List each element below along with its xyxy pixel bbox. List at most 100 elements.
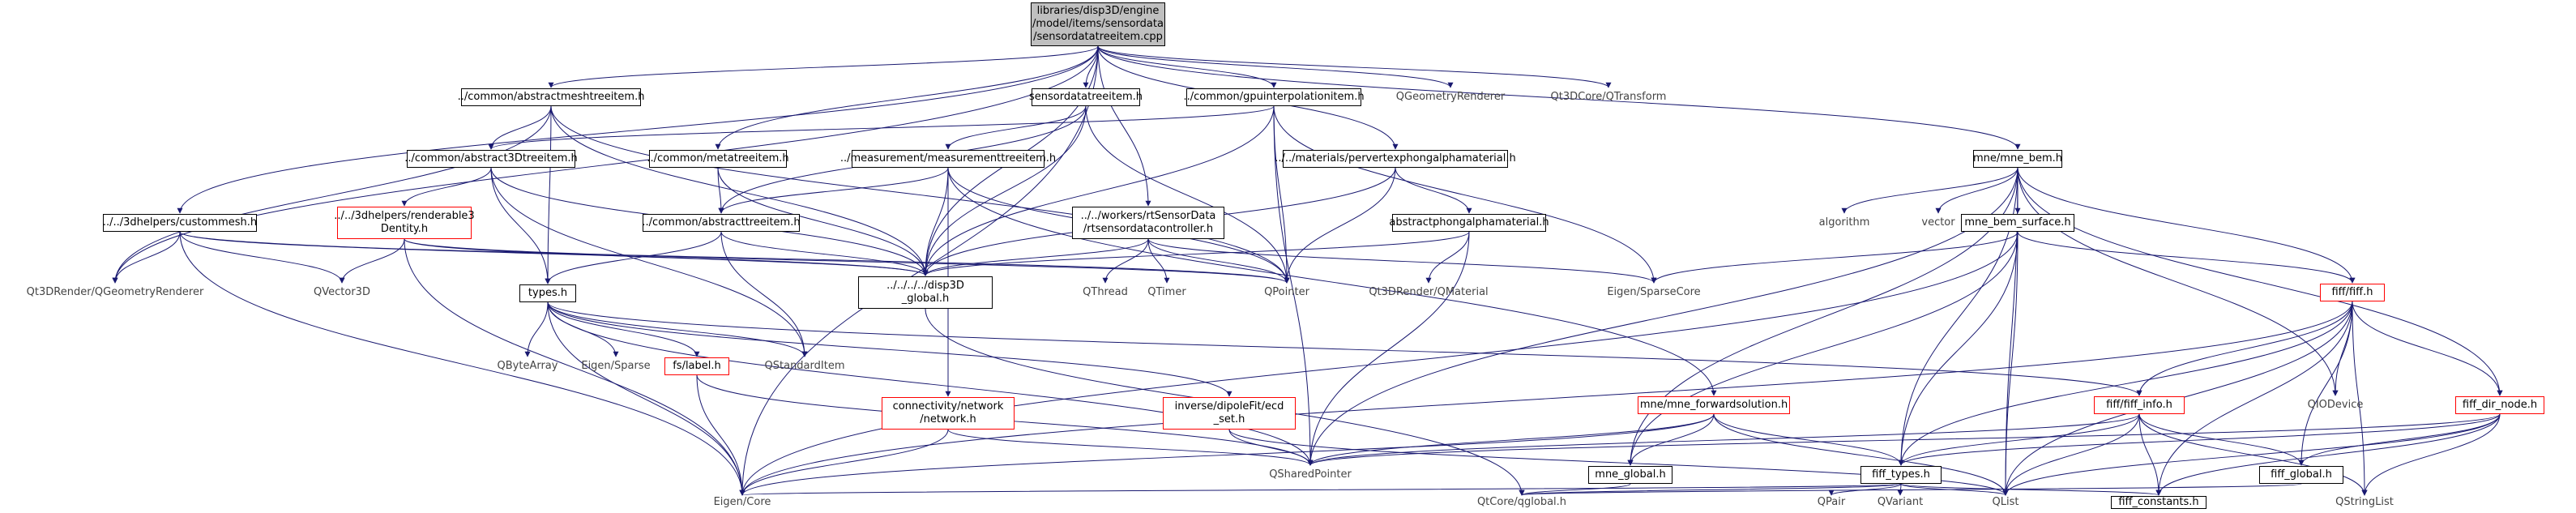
node-abstracttreeitem[interactable]: ../common/abstracttreeitem.h xyxy=(642,214,801,232)
node-fiff-dir-node[interactable]: fiff_dir_node.h xyxy=(2455,396,2544,414)
node-qtransform[interactable]: Qt3DCore/QTransform xyxy=(1548,88,1669,106)
edge-root-to-EigenCore xyxy=(739,45,1099,496)
node-mne-global[interactable]: mne_global.h xyxy=(1588,466,1672,484)
edge-custommesh-to-QPointer xyxy=(179,231,1290,284)
node-qpair[interactable]: QPair xyxy=(1809,496,1853,509)
node-fiff-constants[interactable]: fiff_constants.h xyxy=(2111,496,2206,509)
edge-abstracttreeitem-to-QStandardItem xyxy=(720,231,808,357)
edge-mne_bem-to-vector xyxy=(1935,167,2019,214)
edge-mne_bem-to-QSharedPointer xyxy=(1307,167,2019,466)
node-label: QSharedPointer xyxy=(1269,468,1352,481)
node-label: QStandardItem xyxy=(764,360,845,372)
edge-mne_bem_surface-to-fiff_h xyxy=(2017,231,2356,284)
node-qiodevice[interactable]: QIODevice xyxy=(2301,396,2369,414)
node-abstractmeshtreeitem[interactable]: ../common/abstractmeshtreeitem.h xyxy=(458,88,644,106)
node-label: QIODevice xyxy=(2307,399,2364,411)
node-label-h[interactable]: fs/label.h xyxy=(664,357,729,375)
node-label: algorithm xyxy=(1818,216,1870,229)
node-label: mne/mne_forwardsolution.h xyxy=(1639,399,1788,411)
edge-fiff_h-to-EigenCore xyxy=(739,301,2353,496)
node-renderable3dentity[interactable]: ../../3dhelpers/renderable3 Dentity.h xyxy=(334,207,475,239)
edge-abstractphongalpha-to-QMaterial xyxy=(1425,231,1470,284)
node-eigencore[interactable]: Eigen/Core xyxy=(708,496,776,509)
node-abstractphongalpha[interactable]: abstractphongalphamaterial.h xyxy=(1389,214,1549,232)
node-gpuinterpolationitem[interactable]: ../common/gpuinterpolationitem.h xyxy=(1183,88,1365,106)
edge-fiff_types-to-qglobal xyxy=(1519,483,1902,496)
node-fiff-info[interactable]: fiff/fiff_info.h xyxy=(2094,396,2185,414)
node-label: mne_global.h xyxy=(1595,468,1666,481)
node-qstringlist[interactable]: QStringList xyxy=(2328,496,2401,509)
edge-fiff_types-to-fiff_constants xyxy=(1900,483,2162,496)
edge-mne_bem-to-algorithm xyxy=(1841,167,2019,214)
node-label: fiff_dir_node.h xyxy=(2462,399,2538,411)
node-measurementtreeitem[interactable]: ../measurement/measurementtreeitem.h xyxy=(840,150,1056,168)
node-qgeometryrenderer2[interactable]: Qt3DRender/QGeometryRenderer xyxy=(21,284,209,301)
node-rtsensordatacontroller[interactable]: ../../workers/rtSensorData /rtsensordata… xyxy=(1072,207,1224,239)
edge-fiff_h-to-QStringList xyxy=(2352,301,2368,496)
node-algorithm[interactable]: algorithm xyxy=(1814,214,1874,232)
node-qbytearray[interactable]: QByteArray xyxy=(492,357,563,375)
node-metatreeitem[interactable]: ../common/metatreeitem.h xyxy=(647,150,789,168)
node-label: ../common/abstractmeshtreeitem.h xyxy=(457,91,645,103)
node-qmaterial[interactable]: Qt3DRender/QMaterial xyxy=(1364,284,1493,301)
node-qgeometryrenderer[interactable]: QGeometryRenderer xyxy=(1394,88,1507,106)
node-qlist[interactable]: QList xyxy=(1984,496,2027,509)
node-label: QThread xyxy=(1083,286,1128,298)
node-label: QByteArray xyxy=(497,360,558,372)
node-qpointer[interactable]: QPointer xyxy=(1255,284,1318,301)
node-custommesh[interactable]: ../../3dhelpers/custommesh.h xyxy=(103,214,257,232)
node-mne-bem-surface[interactable]: mne_bem_surface.h xyxy=(1961,214,2074,232)
node-vector[interactable]: vector xyxy=(1916,214,1961,232)
edge-abstractmeshtreeitem-to-QPointer xyxy=(550,105,1290,284)
edge-root-to-rtsensordatacontroller xyxy=(1097,45,1151,207)
node-forwardsolution[interactable]: mne/mne_forwardsolution.h xyxy=(1638,396,1790,414)
node-label: Qt3DRender/QMaterial xyxy=(1369,286,1489,298)
edge-fiff_dir_node-to-QList xyxy=(2002,413,2501,496)
node-sensordatatreeitem-h[interactable]: sensordatatreeitem.h xyxy=(1028,88,1143,106)
node-label: ../common/abstracttreeitem.h xyxy=(642,216,801,229)
edge-fiff_info-to-QList xyxy=(2002,413,2140,496)
node-label: abstractphongalphamaterial.h xyxy=(1389,216,1549,229)
node-qstandarditem[interactable]: QStandardItem xyxy=(759,357,850,375)
node-disp3d-global[interactable]: ../../../../disp3D _global.h xyxy=(858,276,993,309)
edge-mne_bem-to-fiff_dir_node xyxy=(2017,167,2503,396)
node-label: libraries/disp3D/engine /model/items/sen… xyxy=(1032,5,1164,43)
node-types-h[interactable]: types.h xyxy=(519,284,576,302)
node-ecd-set[interactable]: inverse/dipoleFit/ecd _set.h xyxy=(1163,397,1296,430)
node-fiff-types[interactable]: fiff_types.h xyxy=(1860,466,1942,484)
node-fiff-h[interactable]: fiff/fiff.h xyxy=(2320,284,2385,301)
node-qglobal[interactable]: QtCore/qglobal.h xyxy=(1473,496,1570,509)
node-network-h[interactable]: connectivity/network /network.h xyxy=(882,397,1015,430)
edge-measurementtreeitem-to-disp3D_global xyxy=(922,167,949,276)
node-qvector3d[interactable]: QVector3D xyxy=(305,284,378,301)
node-qsharedpointer[interactable]: QSharedPointer xyxy=(1262,466,1358,484)
node-label: ../../workers/rtSensorData /rtsensordata… xyxy=(1080,210,1216,235)
edge-root-to-abstractmeshtreeitem xyxy=(548,45,1099,88)
node-qvariant[interactable]: QVariant xyxy=(1871,496,1929,509)
edge-gpuinterpolationitem-to-QPointer xyxy=(1273,105,1290,284)
node-fiff-global[interactable]: fiff_global.h xyxy=(2259,466,2343,484)
edge-abstractmeshtreeitem-to-QGeometryRenderer2 xyxy=(112,105,552,284)
edge-mne_bem_surface-to-mne_global xyxy=(1627,231,2019,466)
node-qtimer[interactable]: QTimer xyxy=(1141,284,1193,301)
edge-fiff_h-to-fiff_types xyxy=(1898,301,2353,466)
node-label: ../measurement/measurementtreeitem.h xyxy=(839,152,1057,165)
edge-types_h-to-ecd_set xyxy=(547,301,1232,397)
node-sparse[interactable]: Eigen/Sparse xyxy=(579,357,652,375)
edge-custommesh-to-QVector3D xyxy=(179,231,345,284)
edge-network_h-to-QSharedPointer xyxy=(947,429,1314,466)
edge-root-to-metatreeitem xyxy=(715,45,1099,150)
node-qthread[interactable]: QThread xyxy=(1077,284,1134,301)
edge-fiff_info-to-fiff_types xyxy=(1898,413,2140,466)
node-label: Eigen/SparseCore xyxy=(1607,286,1701,298)
node-mne-bem[interactable]: mne/mne_bem.h xyxy=(1973,150,2062,168)
edge-mne_bem-to-QIODevice xyxy=(2017,167,2339,396)
node-label: vector xyxy=(1921,216,1955,229)
edge-abstract3Dtreeitem-to-QStandardItem xyxy=(490,167,808,357)
node-pervertexphongalpha[interactable]: ../../materials/pervertexphongalphamater… xyxy=(1275,150,1516,168)
node-abstract3dtreeitem[interactable]: ../common/abstract3Dtreeitem.h xyxy=(404,150,578,168)
node-label: sensordatatreeitem.h xyxy=(1028,91,1143,103)
node-sparsecore[interactable]: Eigen/SparseCore xyxy=(1600,284,1707,301)
node-label: fiff_constants.h xyxy=(2118,496,2199,508)
